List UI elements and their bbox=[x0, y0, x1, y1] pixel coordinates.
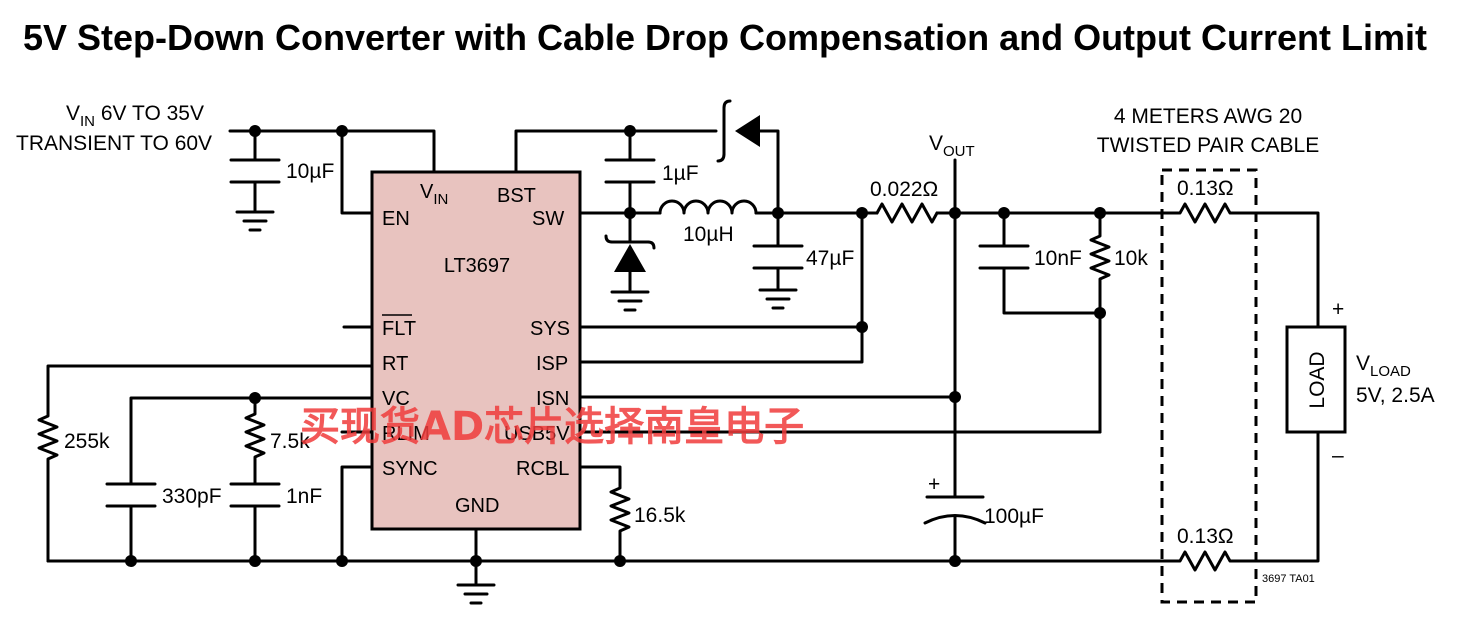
wire-bst bbox=[514, 129, 718, 174]
ic-body bbox=[370, 170, 582, 531]
resistor-16k5-icon bbox=[578, 465, 631, 563]
vload-label: VLOAD bbox=[1356, 352, 1411, 380]
ground-icon bbox=[235, 210, 275, 232]
load-text: LOAD bbox=[1306, 351, 1329, 408]
label-inductor: 10µH bbox=[683, 223, 734, 246]
output-capacitor-100uf bbox=[923, 495, 987, 563]
cable-box bbox=[1160, 168, 1258, 604]
resistor-7k5-icon bbox=[244, 396, 266, 486]
ground-icon bbox=[758, 288, 798, 310]
label-cout1: 47µF bbox=[806, 247, 854, 270]
pin-label-sw: SW bbox=[532, 208, 564, 230]
wire-sync bbox=[340, 465, 374, 563]
wire-vin bbox=[228, 129, 436, 174]
label-c330p: 330pF bbox=[162, 485, 222, 508]
pin-label-isn: ISN bbox=[536, 388, 569, 410]
resistor-255k-icon bbox=[37, 364, 374, 563]
ground-icon bbox=[610, 290, 650, 312]
input-capacitor bbox=[229, 129, 281, 212]
pin-label-isp: ISP bbox=[536, 353, 568, 375]
vload-spec: 5V, 2.5A bbox=[1356, 384, 1435, 407]
wire-isp bbox=[578, 325, 864, 364]
resistor-10k-icon bbox=[1089, 211, 1111, 434]
vout-label: VOUT bbox=[929, 132, 975, 160]
inductor-icon bbox=[658, 199, 780, 215]
schottky-diode-icon bbox=[716, 99, 780, 215]
pin-label-vin: VIN bbox=[420, 181, 448, 208]
wire-vc bbox=[129, 396, 374, 486]
label-cout2: 100µF bbox=[984, 505, 1044, 528]
pin-label-sys: SYS bbox=[530, 318, 570, 340]
boost-capacitor bbox=[604, 129, 656, 215]
svg-text:TRANSIENT TO 60V: TRANSIENT TO 60V bbox=[16, 132, 212, 155]
pin-label-vc: VC bbox=[382, 388, 410, 410]
label-c10nf: 10nF bbox=[1034, 247, 1082, 270]
pin-label-rcbl: RCBL bbox=[516, 458, 569, 480]
label-rsense: 0.022Ω bbox=[870, 178, 938, 201]
page-title: 5V Step-Down Converter with Cable Drop C… bbox=[23, 17, 1427, 58]
label-c1n: 1nF bbox=[286, 485, 322, 508]
output-capacitor-47uf bbox=[752, 211, 804, 290]
load-box bbox=[1285, 325, 1347, 434]
capacitor-1nf bbox=[229, 482, 281, 563]
pin-label-sync: SYNC bbox=[382, 458, 438, 480]
sense-resistor-icon bbox=[875, 202, 939, 224]
pin-label-rt: RT bbox=[382, 353, 408, 375]
label-r255k: 255k bbox=[64, 430, 110, 453]
wire-en bbox=[340, 129, 374, 215]
watermark-text: 买现货AD芯片选择南皇电子 bbox=[300, 404, 804, 450]
label-cout2-plus: + bbox=[928, 473, 940, 496]
cable-resistor-bottom-icon bbox=[1160, 430, 1320, 572]
label-r7k5: 7.5k bbox=[270, 430, 310, 453]
pin-label-usb5v: USB5V bbox=[504, 423, 570, 445]
label-cable-r-bot: 0.13Ω bbox=[1177, 525, 1234, 548]
label-cbst: 1µF bbox=[662, 162, 699, 185]
figure-id: 3697 TA01 bbox=[1262, 573, 1315, 585]
label-cin: 10µF bbox=[286, 160, 334, 183]
pin-label-rlim: RLIM bbox=[382, 423, 430, 445]
cable-label-line1: 4 METERS AWG 20 bbox=[1114, 105, 1302, 128]
label-r10k: 10k bbox=[1114, 247, 1148, 270]
svg-text:VIN 6V TO 35V: VIN 6V TO 35V bbox=[66, 102, 204, 130]
load-plus: + bbox=[1332, 298, 1344, 321]
input-label: VIN 6V TO 35V TRANSIENT TO 60V bbox=[16, 102, 212, 155]
capacitor-330pf bbox=[105, 482, 157, 563]
cable-label-line2: TWISTED PAIR CABLE bbox=[1097, 134, 1319, 157]
cable-resistor-top-icon bbox=[1160, 202, 1320, 329]
pin-label-gnd: GND bbox=[455, 495, 499, 517]
pin-label-flt: FLT bbox=[382, 318, 416, 340]
ic-part-number: LT3697 bbox=[444, 255, 510, 277]
catch-diode-icon bbox=[604, 211, 656, 292]
ground-icon bbox=[456, 583, 496, 605]
capacitor-10nf bbox=[978, 211, 1102, 315]
label-r16k5: 16.5k bbox=[634, 504, 686, 527]
pin-label-en: EN bbox=[382, 208, 410, 230]
label-cable-r-top: 0.13Ω bbox=[1177, 177, 1234, 200]
pin-label-bst: BST bbox=[497, 185, 536, 207]
load-minus: – bbox=[1332, 444, 1344, 467]
